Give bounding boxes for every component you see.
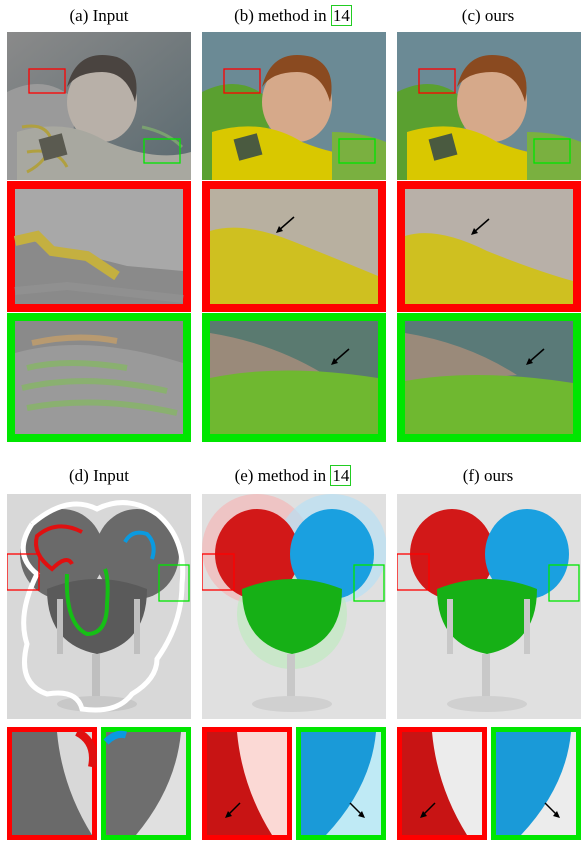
photo-child-method bbox=[202, 32, 386, 180]
photo-child-ours bbox=[397, 32, 581, 180]
red-roi-box bbox=[397, 553, 430, 591]
zoom-green-ours bbox=[397, 313, 581, 442]
caption-d: (d) Input bbox=[69, 466, 129, 485]
blue-scribble bbox=[123, 530, 156, 560]
green-roi-box bbox=[548, 564, 580, 602]
photo-glasses-input bbox=[7, 494, 191, 719]
red-roi-box bbox=[223, 68, 261, 94]
zoom-glass-green-ours bbox=[491, 727, 581, 840]
red-roi-box bbox=[202, 553, 235, 591]
red-roi-box bbox=[7, 553, 40, 591]
citation-link-b[interactable]: 14 bbox=[330, 5, 352, 26]
photo-glasses-method bbox=[202, 494, 386, 719]
green-roi-box bbox=[338, 138, 376, 164]
caption-b: (b) method in 14 bbox=[198, 5, 388, 26]
caption-f: (f) ours bbox=[462, 466, 514, 485]
green-roi-box bbox=[158, 564, 190, 602]
zoom-red-input bbox=[7, 181, 191, 312]
zoom-green-method bbox=[202, 313, 386, 442]
green-scribble bbox=[64, 568, 110, 637]
caption-b-text: (b) method in bbox=[234, 6, 331, 25]
zoom-glass-red-input bbox=[7, 727, 97, 840]
green-roi-box bbox=[143, 138, 181, 164]
red-roi-box bbox=[28, 68, 66, 94]
photo-child-input bbox=[7, 32, 191, 180]
photo-glasses-ours bbox=[397, 494, 581, 719]
zoom-red-ours bbox=[397, 181, 581, 312]
green-roi-box bbox=[353, 564, 385, 602]
caption-c: (c) ours bbox=[461, 6, 515, 25]
citation-link-e[interactable]: 14 bbox=[330, 465, 352, 486]
red-roi-box bbox=[418, 68, 456, 94]
zoom-glass-green-input bbox=[101, 727, 191, 840]
zoom-glass-red-method bbox=[202, 727, 292, 840]
white-scribble bbox=[20, 500, 186, 713]
red-scribble bbox=[34, 524, 83, 572]
zoom-red-method bbox=[202, 181, 386, 312]
zoom-glass-red-ours bbox=[397, 727, 487, 840]
zoom-glass-green-method bbox=[296, 727, 386, 840]
caption-e: (e) method in 14 bbox=[198, 465, 388, 486]
caption-a: (a) Input bbox=[69, 6, 129, 25]
zoom-green-input bbox=[7, 313, 191, 442]
caption-e-text: (e) method in bbox=[234, 466, 331, 485]
green-roi-box bbox=[533, 138, 571, 164]
